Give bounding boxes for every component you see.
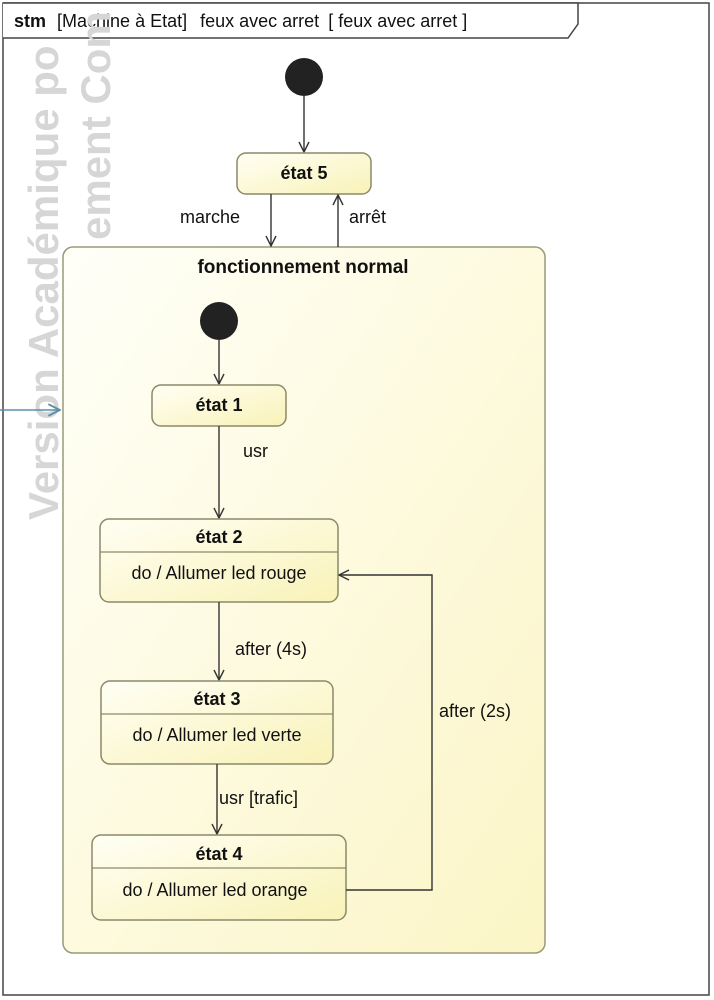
state-etat-4-activity: do / Allumer led orange [122,880,307,900]
state-etat-5[interactable] [236,152,372,195]
state-etat-5-name: état 5 [280,163,327,183]
transition-usr-label: usr [243,441,268,461]
composite-state-title: fonctionnement normal [197,257,408,278]
state-etat-3-activity: do / Allumer led verte [132,725,301,745]
state-etat-3[interactable] [100,680,334,765]
state-etat-4[interactable] [91,834,347,921]
transition-after-2s-label: after (2s) [439,701,511,721]
frame-element-type: [Machine à Etat] [57,11,187,31]
frame-kind: stm [14,11,46,31]
watermark: Version Académique po ement Com [20,11,119,520]
frame-title-tab [3,2,579,39]
transition-after-4s-label: after (4s) [235,639,307,659]
transition-marche-label: marche [180,207,240,227]
state-etat-2-name: état 2 [195,527,242,547]
transition-usr-trafic-label: usr [trafic] [219,788,298,808]
state-etat-2-activity: do / Allumer led rouge [131,563,306,583]
initial-node-top[interactable] [285,58,323,96]
initial-node-inner[interactable] [200,302,238,340]
transition-arret-label: arrêt [349,207,386,227]
transition-after-2s [339,575,433,891]
frame-title: stm [Machine à Etat] feux avec arret [ f… [14,11,467,31]
state-etat-3-name: état 3 [193,689,240,709]
frame-qualified-name: [ feux avec arret ] [328,11,467,31]
watermark-line2: ement Com [72,11,119,240]
state-etat-4-name: état 4 [195,844,242,864]
watermark-line1: Version Académique po [20,45,67,520]
frame-name: feux avec arret [200,11,319,31]
state-etat-1-name: état 1 [195,395,242,415]
